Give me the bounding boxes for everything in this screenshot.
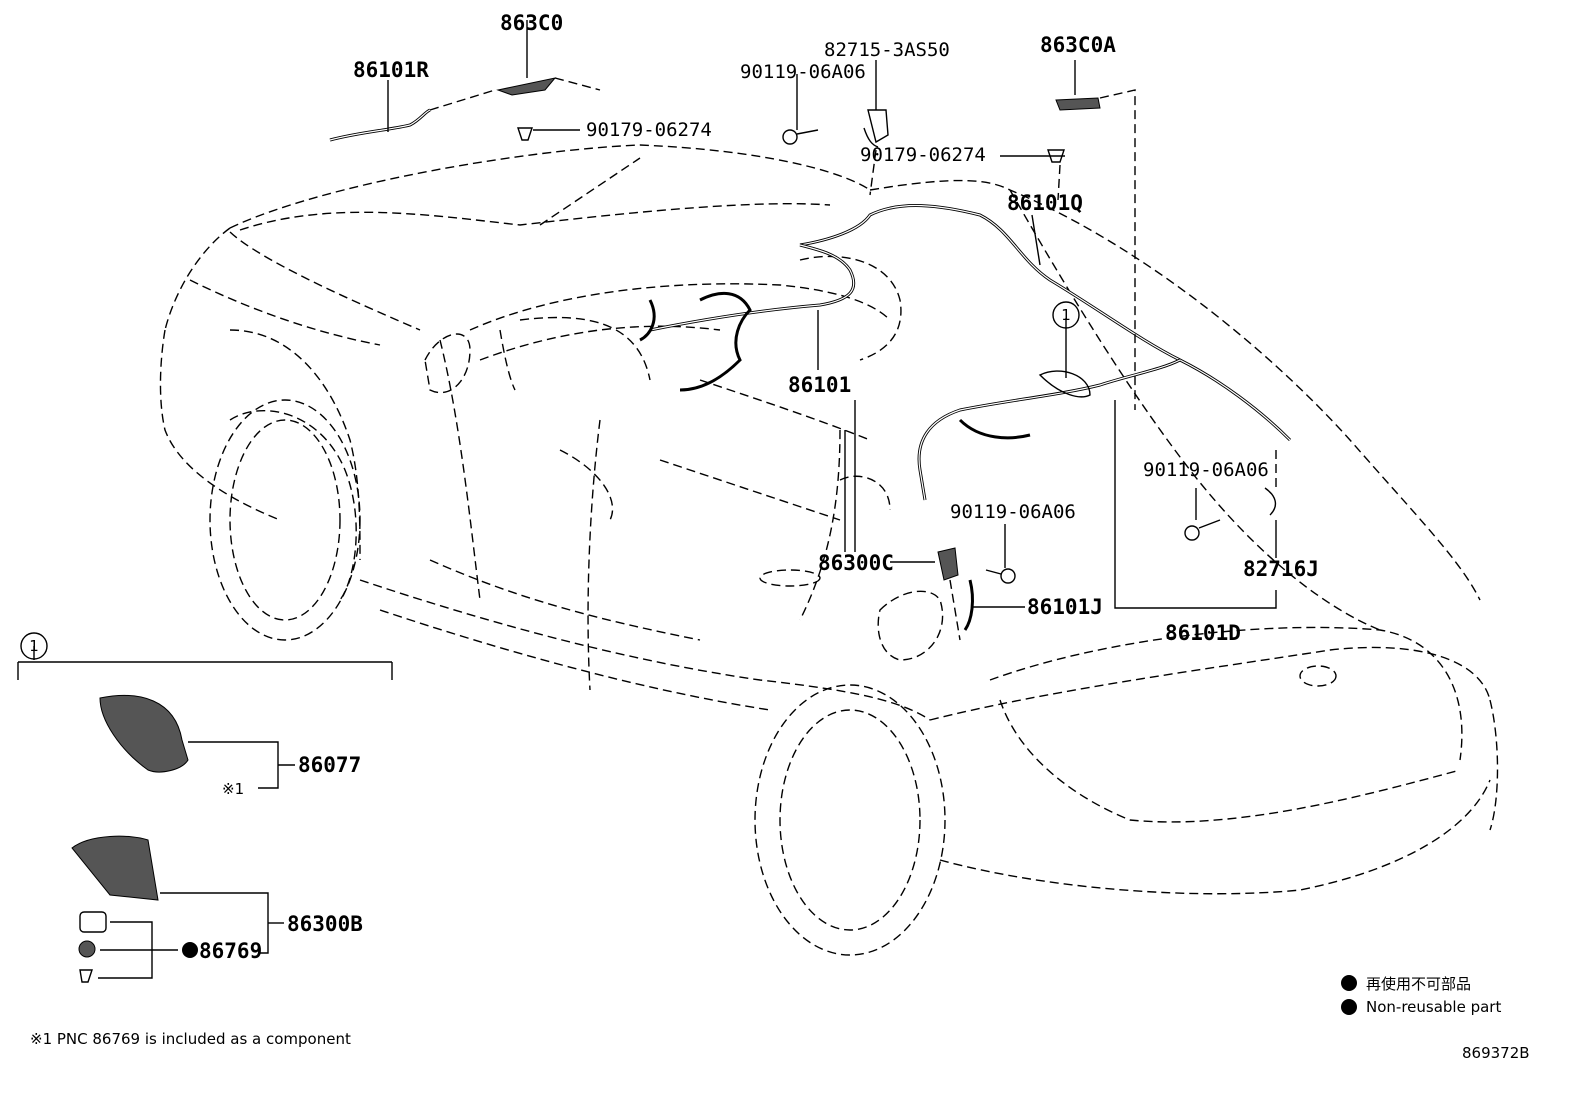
label-86077: 86077 — [298, 753, 361, 777]
legend-dot-en — [1341, 999, 1357, 1015]
diagram-id: 869372B — [1462, 1044, 1530, 1062]
part-labels: 863C0 86101R 90179-06274 82715-3AS50 901… — [199, 11, 1319, 963]
label-90179-06274-a: 90179-06274 — [586, 119, 712, 141]
leader-lines — [387, 20, 1277, 641]
clip-90179-b — [1047, 149, 1065, 163]
bracket-82715 — [863, 109, 889, 148]
label-90179-06274-b: 90179-06274 — [860, 144, 986, 166]
non-reusable-dot — [182, 942, 198, 958]
svg-text:1: 1 — [29, 637, 39, 655]
label-863C0: 863C0 — [500, 11, 563, 35]
label-86101J: 86101J — [1027, 595, 1103, 619]
antenna-base-86300B — [71, 835, 159, 901]
label-86101: 86101 — [788, 373, 851, 397]
bolt-90119-c — [985, 568, 1016, 584]
label-90119-06A06-c: 90119-06A06 — [950, 501, 1076, 523]
label-82715-3AS50: 82715-3AS50 — [824, 39, 950, 61]
label-86769: 86769 — [199, 939, 262, 963]
note-mark: ※1 — [222, 780, 244, 798]
harness-86101 — [639, 243, 856, 392]
shark-fin-antenna — [99, 694, 189, 773]
nut — [78, 940, 96, 958]
label-86101Q: 86101Q — [1007, 191, 1083, 215]
vehicle-outline — [159, 144, 1499, 956]
legend-en: Non-reusable part — [1366, 998, 1501, 1016]
harness-86101J — [963, 579, 974, 631]
gasket — [79, 911, 107, 933]
legend-jp: 再使用不可部品 — [1366, 975, 1471, 993]
callout-circle-main: 1 — [1052, 301, 1080, 329]
amplifier-86300C — [937, 547, 959, 581]
label-90119-06A06-b: 90119-06A06 — [1143, 459, 1269, 481]
label-86101D: 86101D — [1165, 621, 1241, 645]
harness-86101Q — [799, 204, 1292, 501]
detail-inset — [17, 646, 393, 983]
bracket-82716J — [1264, 487, 1277, 516]
bolt-90119-a — [782, 129, 819, 145]
label-863C0A: 863C0A — [1040, 33, 1116, 57]
antenna-base-circle-part — [1038, 370, 1091, 398]
antenna-bracket-863C0 — [496, 77, 557, 96]
label-90119-06A06-a: 90119-06A06 — [740, 61, 866, 83]
footnote: ※1 PNC 86769 is included as a component — [30, 1030, 351, 1048]
screw — [79, 969, 93, 983]
legend: 再使用不可部品 Non-reusable part — [1341, 975, 1501, 1016]
bolt-90119-b — [1184, 519, 1221, 541]
label-86300C: 86300C — [818, 551, 894, 575]
clip-90179-a — [517, 127, 533, 141]
callout-circle-detail: 1 — [20, 632, 48, 660]
legend-dot-jp — [1341, 975, 1357, 991]
label-86300B: 86300B — [287, 912, 363, 936]
harness-86101R — [329, 108, 431, 142]
antenna-bracket-863C0A — [1055, 97, 1101, 111]
label-86101R: 86101R — [353, 58, 429, 82]
label-82716J: 82716J — [1243, 557, 1319, 581]
svg-text:1: 1 — [1061, 306, 1071, 324]
